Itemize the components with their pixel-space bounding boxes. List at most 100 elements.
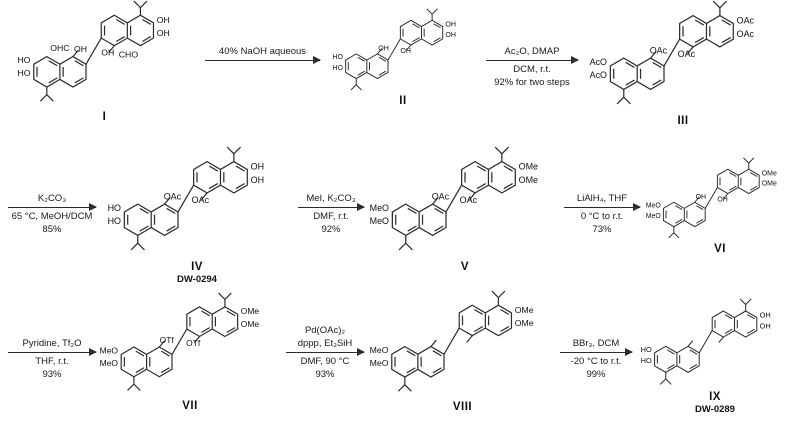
substituent-label: OH bbox=[445, 22, 456, 29]
substituent-label: MeO bbox=[370, 203, 389, 213]
compound-label: III bbox=[677, 114, 689, 127]
conditions-below-line-1: 0 °C to r.t. bbox=[580, 211, 624, 222]
substituent-label: OH bbox=[251, 175, 264, 185]
substituent-label: OH bbox=[101, 47, 114, 57]
yield-text: 73% bbox=[592, 224, 612, 235]
arrow-line bbox=[8, 348, 97, 357]
substituent-label: MeO bbox=[370, 216, 389, 226]
reaction-arrow-8: BBr₃, DCM -20 °C to r.t. 99% bbox=[560, 337, 633, 381]
reagents-above-line-1: BBr₃, DCM bbox=[572, 338, 620, 349]
substituent-label: OH bbox=[251, 161, 264, 171]
reagents-above-line-1: 40% NaOH aqueous bbox=[218, 46, 307, 57]
reagents-above-line-1: LiAlH₄, THF bbox=[576, 193, 628, 204]
substituent-label: HO bbox=[17, 55, 30, 65]
arrow-line bbox=[486, 56, 579, 65]
arrow-line bbox=[564, 203, 641, 212]
substituent-label: OMe bbox=[519, 175, 538, 185]
compound-label: II bbox=[399, 95, 407, 108]
substituent-label: MeO bbox=[370, 345, 389, 355]
substituent-label: HO bbox=[17, 68, 30, 78]
substituent-label: MeO bbox=[100, 358, 118, 368]
yield-text: 92% bbox=[321, 224, 341, 235]
substituent-label: OAc bbox=[650, 46, 668, 56]
substituent-label: OMe bbox=[515, 305, 534, 315]
reaction-arrow-2: Ac₂O, DMAP DCM, r.t. 92% for two steps bbox=[486, 45, 579, 89]
substituent-label: OMe bbox=[762, 181, 777, 188]
compound-code: DW-0289 bbox=[695, 403, 735, 415]
substituent-label: OAc bbox=[460, 195, 478, 205]
yield-text: 93% bbox=[315, 369, 335, 380]
compound-label: V bbox=[460, 260, 470, 273]
substituent-label: HO bbox=[641, 345, 652, 354]
substituent-label: OAc bbox=[192, 195, 210, 205]
conditions-below-line-1: DMF, 90 °C bbox=[300, 356, 350, 367]
substituent-label: AcO bbox=[590, 57, 607, 67]
reagents-above-line-1: Ac₂O, DMAP bbox=[504, 46, 560, 57]
arrow-line bbox=[205, 56, 321, 65]
substituent-label: CHO bbox=[119, 50, 139, 60]
substituent-label: MeO bbox=[370, 358, 389, 368]
compound-code: DW-0294 bbox=[177, 273, 217, 285]
substituent-label: MeO bbox=[646, 213, 661, 220]
substituent-label: OH bbox=[157, 15, 170, 25]
substituent-label: OMe bbox=[519, 161, 538, 171]
compound-label: IV bbox=[191, 260, 203, 273]
substituent-label: OH bbox=[157, 28, 170, 38]
substituent-label: HO bbox=[108, 203, 121, 213]
reagents-above-line-1: MeI, K₂CO₃ bbox=[306, 193, 356, 204]
substituent-label: OTf bbox=[186, 338, 201, 348]
reaction-arrow-5: LiAlH₄, THF 0 °C to r.t. 73% bbox=[564, 192, 641, 236]
substituent-label: HO bbox=[108, 216, 121, 226]
substituent-label: OAc bbox=[432, 192, 450, 202]
yield-text: 85% bbox=[42, 224, 62, 235]
substituent-label: HO bbox=[641, 356, 652, 365]
substituent-label: OH bbox=[696, 194, 706, 201]
yield-text: 93% bbox=[42, 369, 62, 380]
substituent-label: AcO bbox=[590, 70, 607, 80]
substituent-label: OAc bbox=[678, 49, 696, 59]
arrow-line bbox=[298, 203, 365, 212]
compound-label: IX bbox=[709, 390, 721, 403]
compound-label: I bbox=[102, 111, 107, 124]
compound-label: VI bbox=[714, 243, 726, 256]
compound-IX: HO HO OH OH IX DW-0289 bbox=[636, 298, 794, 415]
yield-text: 92% for two steps bbox=[494, 77, 570, 88]
compound-structure-IX: HO HO OH OH bbox=[636, 298, 794, 405]
reagents-above-line-2: dppp, Et₃SiH bbox=[297, 338, 353, 349]
substituent-label: OH bbox=[760, 322, 771, 331]
reaction-arrow-7: Pd(OAc)₂ dppp, Et₃SiH DMF, 90 °C 93% bbox=[286, 324, 365, 381]
compound-label: VIII bbox=[452, 401, 473, 414]
substituent-label: OH bbox=[760, 311, 771, 320]
conditions-below-line-1: -20 °C to r.t. bbox=[570, 356, 622, 367]
compound-label: VII bbox=[182, 399, 198, 412]
conditions-below-line-1: DMF, r.t. bbox=[313, 211, 349, 222]
substituent-label: OAc bbox=[737, 29, 755, 39]
substituent-label: OHC bbox=[50, 43, 69, 53]
conditions-below-line-1: 65 °C, MeOH/DCM bbox=[11, 211, 93, 222]
substituent-label: OAc bbox=[737, 15, 755, 25]
conditions-below-line-1: THF, r.t. bbox=[35, 356, 69, 367]
substituent-label: OTf bbox=[160, 335, 175, 345]
substituent-label: MeO bbox=[100, 345, 118, 355]
substituent-label: OH bbox=[400, 48, 411, 55]
reaction-arrow-4: MeI, K₂CO₃ DMF, r.t. 92% bbox=[298, 192, 365, 236]
arrow-line bbox=[286, 348, 365, 357]
substituent-label: OH bbox=[717, 196, 727, 203]
reaction-arrow-1: 40% NaOH aqueous bbox=[205, 45, 321, 65]
substituent-label: OMe bbox=[241, 319, 260, 329]
